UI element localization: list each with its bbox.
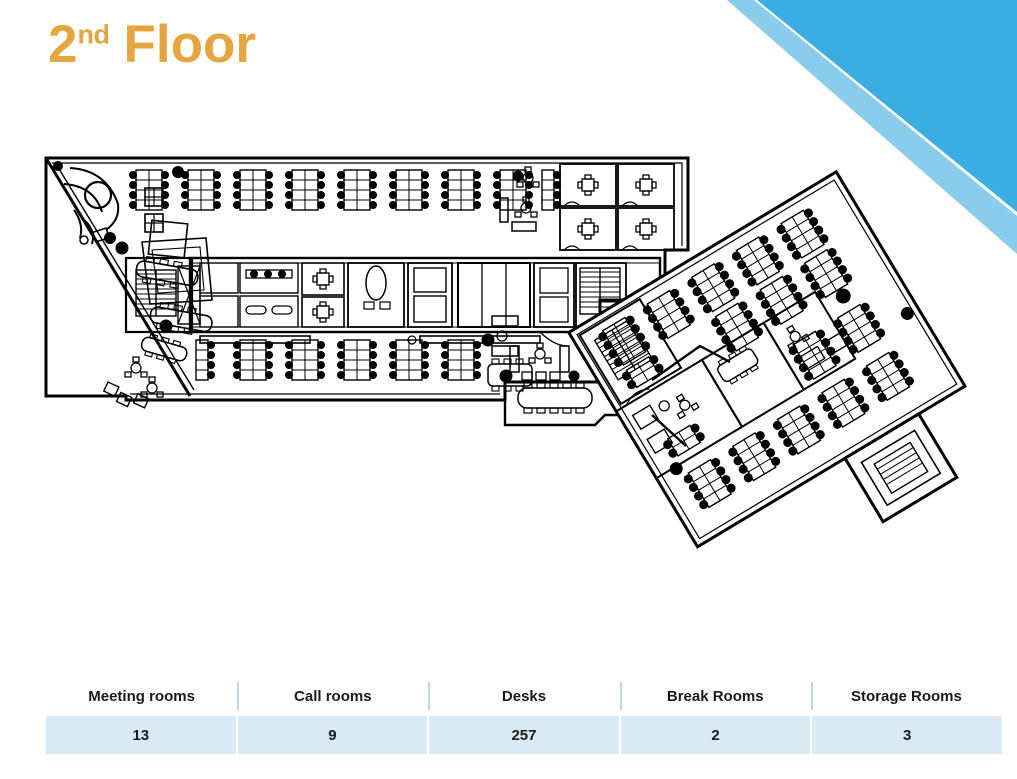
- stats-value-break-rooms: 2: [620, 716, 811, 754]
- zone-east-wing: [566, 169, 968, 549]
- stats-header-break-rooms: Break Rooms: [619, 676, 811, 716]
- stats-value-storage-rooms: 3: [812, 716, 1002, 754]
- stats-value-desks: 257: [429, 716, 619, 754]
- title-word: Floor: [123, 15, 256, 74]
- title-number: 2: [48, 15, 78, 74]
- corridor-connector: [651, 344, 731, 447]
- stats-value-meeting-rooms: 13: [46, 716, 236, 754]
- stats-header-row: Meeting rooms Call rooms Desks Break Roo…: [46, 676, 1002, 716]
- stats-table: Meeting rooms Call rooms Desks Break Roo…: [46, 676, 1002, 754]
- stats-header-storage-rooms: Storage Rooms: [810, 676, 1002, 716]
- floorplan-svg: [44, 156, 968, 549]
- floorplan-image: [40, 150, 988, 620]
- stats-header-call-rooms: Call rooms: [237, 676, 428, 716]
- stats-header-meeting-rooms: Meeting rooms: [88, 687, 195, 705]
- zone-east-stair-core: [578, 297, 683, 406]
- page-title: 2nd Floor: [48, 18, 256, 71]
- stats-value-call-rooms: 9: [237, 716, 428, 754]
- zone-ne-meeting-rooms: [499, 163, 675, 251]
- title-ordinal: nd: [77, 19, 110, 50]
- stats-value-row: 13 9 257 2 3: [46, 716, 1002, 754]
- stats-header-desks: Desks: [428, 676, 619, 716]
- zone-south-stairwell: [842, 411, 959, 524]
